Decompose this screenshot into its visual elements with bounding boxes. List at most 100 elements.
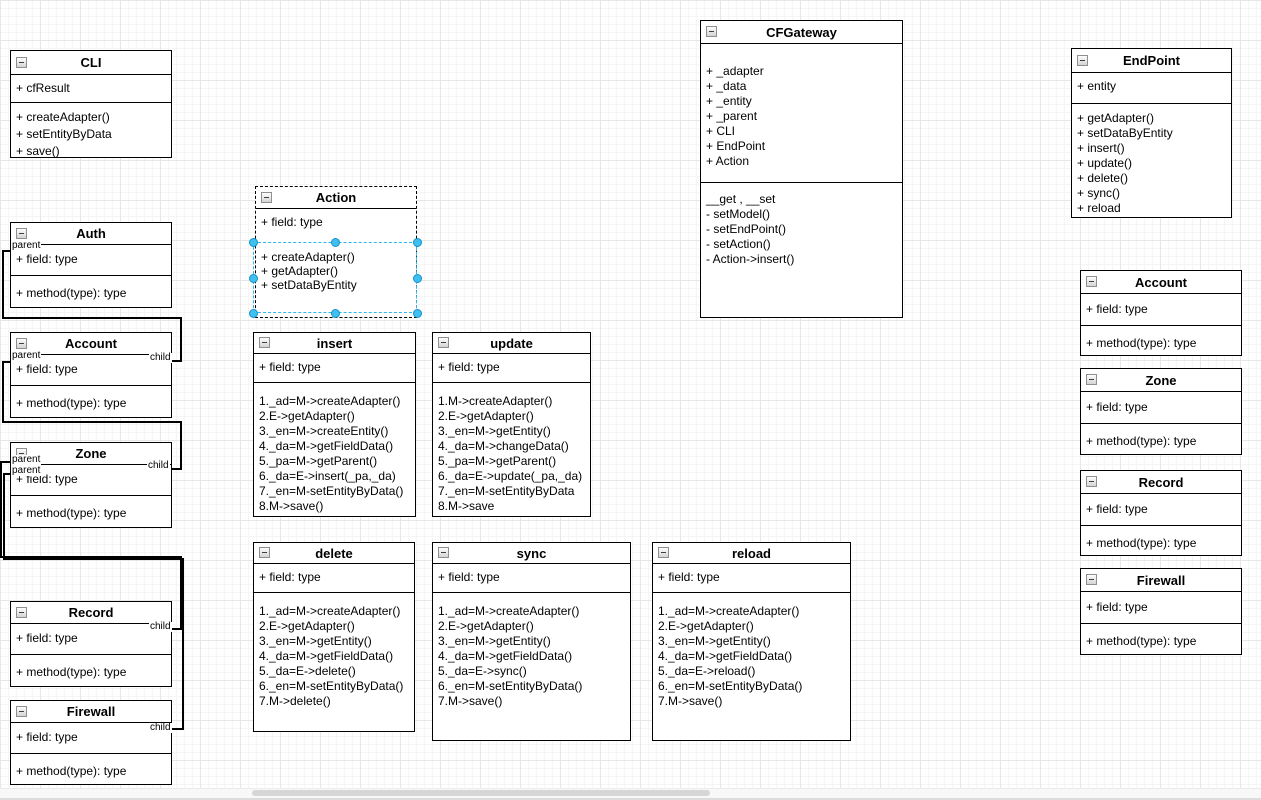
class-title: EndPoint bbox=[1122, 53, 1181, 68]
class-title: reload bbox=[731, 545, 771, 561]
class-title-row: Record bbox=[11, 602, 171, 624]
edge-auth-account[interactable] bbox=[2, 250, 182, 362]
field-text: + _parent bbox=[706, 109, 758, 123]
edge-label-child[interactable]: child bbox=[147, 460, 170, 471]
methods-compartment: + method(type): type bbox=[11, 754, 171, 779]
method-text: + createAdapter() bbox=[261, 250, 355, 264]
edge-label-parent[interactable]: parent bbox=[11, 350, 42, 361]
class-title-row: insert bbox=[254, 333, 415, 354]
class-auth[interactable]: Auth+ field: type+ method(type): type bbox=[10, 222, 172, 308]
class-account-right[interactable]: Account+ field: type+ method(type): type bbox=[1080, 270, 1242, 356]
fields-compartment: + _adapter+ _data+ _entity+ _parent+ CLI… bbox=[701, 44, 902, 183]
method-text: + insert() bbox=[1077, 141, 1125, 155]
collapse-minus-icon[interactable] bbox=[16, 56, 27, 68]
class-title-row: CLI bbox=[11, 51, 171, 75]
method-text: 3._en=M->getEntity() bbox=[438, 634, 551, 648]
collapse-minus-icon[interactable] bbox=[16, 606, 27, 618]
fields-compartment: + field: type bbox=[433, 564, 630, 593]
collapse-minus-icon[interactable] bbox=[1086, 476, 1097, 487]
class-title-row: update bbox=[433, 333, 590, 354]
selection-handle[interactable] bbox=[413, 309, 422, 318]
method-text: 7._en=M-setEntityByData bbox=[438, 484, 575, 498]
methods-compartment: 1._ad=M->createAdapter()2.E->getAdapter(… bbox=[254, 383, 415, 514]
collapse-minus-icon[interactable] bbox=[16, 227, 27, 239]
selection-handle[interactable] bbox=[331, 309, 340, 318]
method-text: 1._ad=M->createAdapter() bbox=[259, 604, 401, 618]
collapse-minus-icon[interactable] bbox=[438, 547, 449, 558]
edge-label-child[interactable]: child bbox=[149, 621, 172, 632]
collapse-minus-icon[interactable] bbox=[438, 337, 449, 348]
edge-label-parent[interactable]: parent bbox=[11, 465, 42, 476]
method-text: 6._da=E->update(_pa,_da) bbox=[438, 469, 583, 483]
fields-compartment: + field: type bbox=[256, 209, 416, 243]
method-text: 6._en=M-setEntityByData() bbox=[438, 679, 583, 693]
collapse-minus-icon[interactable] bbox=[259, 337, 270, 348]
method-text: + setDataByEntity bbox=[1077, 126, 1173, 140]
class-record-left[interactable]: Record+ field: type+ method(type): type bbox=[10, 601, 172, 687]
collapse-minus-icon[interactable] bbox=[658, 547, 669, 558]
selection-handle[interactable] bbox=[331, 238, 340, 247]
field-text: + field: type bbox=[438, 360, 500, 374]
class-endpoint[interactable]: EndPoint + entity + getAdapter()+ setDataB… bbox=[1071, 48, 1232, 218]
selection-handle[interactable] bbox=[413, 238, 422, 247]
class-title: update bbox=[490, 335, 533, 351]
class-action[interactable]: Action+ field: type+ createAdapter()+ ge… bbox=[255, 186, 417, 318]
collapse-minus-icon[interactable] bbox=[1086, 574, 1097, 585]
method-text: + method(type): type bbox=[16, 286, 127, 300]
edge-zone-record[interactable] bbox=[0, 461, 182, 630]
horizontal-scrollbar[interactable] bbox=[0, 788, 1261, 798]
class-cli[interactable]: CLI+ cfResult+ createAdapter()+ setEntit… bbox=[10, 50, 172, 158]
class-title-row: Account bbox=[11, 333, 171, 355]
edge-label-parent[interactable]: parent bbox=[11, 454, 42, 465]
fields-compartment: + field: type bbox=[254, 564, 414, 593]
selection-handle[interactable] bbox=[413, 273, 422, 283]
methods-compartment: + method(type): type bbox=[11, 386, 171, 411]
selection-handle[interactable] bbox=[249, 238, 258, 247]
class-account-left[interactable]: Account+ field: type+ method(type): type bbox=[10, 332, 172, 418]
edge-label-parent[interactable]: parent bbox=[11, 240, 42, 251]
collapse-minus-icon[interactable] bbox=[1086, 276, 1097, 287]
collapse-minus-icon[interactable] bbox=[1077, 54, 1088, 66]
collapse-minus-icon[interactable] bbox=[261, 191, 272, 203]
class-title: Account bbox=[1135, 274, 1187, 290]
selection-handle[interactable] bbox=[249, 273, 258, 283]
method-text: + getAdapter() bbox=[1077, 111, 1155, 125]
edge-account-zone[interactable] bbox=[2, 361, 182, 470]
class-title-row: Zone bbox=[1081, 369, 1241, 392]
class-firewall-right[interactable]: Firewall+ field: type+ method(type): typ… bbox=[1080, 568, 1242, 655]
fields-compartment: + entity bbox=[1072, 73, 1231, 104]
collapse-minus-icon[interactable] bbox=[706, 26, 717, 37]
method-text: + method(type): type bbox=[1086, 434, 1197, 448]
class-record-right[interactable]: Record+ field: type+ method(type): type bbox=[1080, 470, 1242, 556]
fields-compartment: + field: type bbox=[1081, 392, 1241, 424]
method-text: 2.E->getAdapter() bbox=[438, 409, 534, 423]
edge-zone-firewall[interactable] bbox=[3, 473, 184, 730]
methods-compartment: 1._ad=M->createAdapter()2.E->getAdapter(… bbox=[653, 593, 850, 709]
edge-label-child[interactable]: child bbox=[149, 352, 172, 363]
collapse-minus-icon[interactable] bbox=[1086, 374, 1097, 385]
scrollbar-thumb[interactable] bbox=[252, 790, 710, 796]
class-cfgateway[interactable]: CFGateway+ _adapter+ _data+ _entity+ _pa… bbox=[700, 20, 903, 318]
collapse-minus-icon[interactable] bbox=[16, 705, 27, 717]
class-zone-right[interactable]: Zone+ field: type + method(type): type bbox=[1080, 368, 1242, 455]
fields-compartment: + field: type bbox=[1081, 592, 1241, 624]
class-title-row: reload bbox=[653, 543, 850, 564]
methods-compartment: + createAdapter()+ setEntityByData+ save… bbox=[11, 103, 171, 160]
methods-compartment: + method(type): type bbox=[11, 655, 171, 680]
method-text: 5._da=E->reload() bbox=[658, 664, 756, 678]
selection-handle[interactable] bbox=[249, 309, 258, 318]
class-firewall-left[interactable]: Firewall+ field: type+ method(type): typ… bbox=[10, 700, 172, 785]
method-text: + method(type): type bbox=[16, 665, 127, 679]
methods-compartment: + method(type): type bbox=[11, 276, 171, 301]
class-title-row: sync bbox=[433, 543, 630, 564]
collapse-minus-icon[interactable] bbox=[259, 547, 270, 558]
method-text: 8.M->save bbox=[438, 499, 495, 513]
edge-label-child[interactable]: child bbox=[149, 722, 172, 733]
collapse-minus-icon[interactable] bbox=[16, 337, 27, 349]
